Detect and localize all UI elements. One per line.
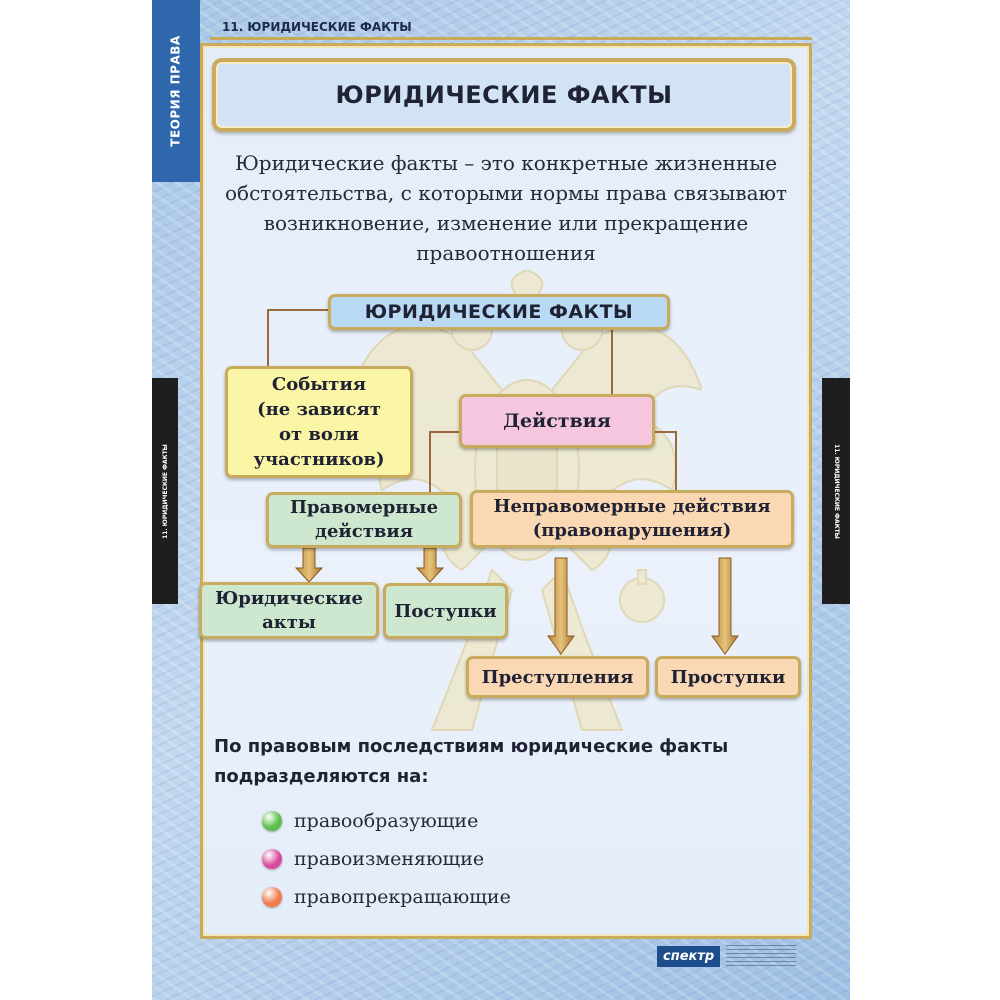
right-strip: 11. ЮРИДИЧЕСКИЕ ФАКТЫ bbox=[822, 378, 850, 604]
node-events-label: События (не зависят от воли участников) bbox=[253, 374, 385, 470]
consequences-intro: По правовым последствиям юридические фак… bbox=[214, 736, 729, 787]
header-label: 11. ЮРИДИЧЕСКИЕ ФАКТЫ bbox=[222, 20, 412, 34]
publisher-logo: спектр bbox=[657, 936, 807, 976]
page-title: ЮРИДИЧЕСКИЕ ФАКТЫ bbox=[335, 81, 673, 109]
node-legal-facts: ЮРИДИЧЕСКИЕ ФАКТЫ bbox=[328, 294, 670, 330]
node-crimes-label: Преступления bbox=[481, 666, 634, 688]
title-banner: ЮРИДИЧЕСКИЕ ФАКТЫ bbox=[212, 58, 796, 132]
orange-bullet-icon bbox=[262, 887, 282, 907]
node-legal-acts-label: Юридические акты bbox=[215, 587, 363, 633]
side-tab: ТЕОРИЯ ПРАВА bbox=[152, 0, 200, 182]
node-unlawful-actions: Неправомерные действия (правонарушения) bbox=[470, 490, 794, 548]
left-strip: 11. ЮРИДИЧЕСКИЕ ФАКТЫ bbox=[152, 378, 178, 604]
node-actions: Действия bbox=[459, 394, 655, 448]
list-item-label: правоизменяющие bbox=[294, 848, 485, 870]
connector-root-events bbox=[267, 309, 328, 366]
node-actions-label: Действия bbox=[503, 410, 611, 432]
definition-text: Юридические факты – это конкретные жизне… bbox=[224, 151, 787, 265]
node-deeds: Поступки bbox=[383, 583, 508, 639]
node-crimes: Преступления bbox=[466, 656, 649, 698]
list-item: правопрекращающие bbox=[262, 886, 511, 908]
node-unlawful-actions-label: Неправомерные действия (правонарушения) bbox=[493, 496, 771, 541]
connector-actions-unlawful bbox=[655, 431, 677, 490]
pink-bullet-icon bbox=[262, 849, 282, 869]
publisher-name: спектр bbox=[657, 945, 721, 967]
node-legal-acts: Юридические акты bbox=[199, 582, 379, 639]
node-legal-facts-label: ЮРИДИЧЕСКИЕ ФАКТЫ bbox=[364, 301, 634, 323]
list-item: правоизменяющие bbox=[262, 848, 484, 870]
list-item: правообразующие bbox=[262, 810, 478, 832]
list-item-label: правообразующие bbox=[294, 810, 479, 832]
node-deeds-label: Поступки bbox=[394, 600, 497, 622]
list-item-label: правопрекращающие bbox=[294, 886, 511, 908]
publisher-fine-print bbox=[726, 945, 797, 967]
arrow-lawful-deeds bbox=[415, 547, 445, 583]
arrow-unlawful-misdemeanors bbox=[711, 557, 739, 655]
node-misdemeanors: Проступки bbox=[655, 656, 801, 698]
connector-actions-lawful bbox=[429, 431, 459, 492]
arrow-lawful-acts bbox=[294, 547, 324, 583]
header-rule bbox=[210, 37, 812, 40]
node-lawful-actions: Правомерные действия bbox=[266, 492, 462, 548]
node-misdemeanors-label: Проступки bbox=[670, 666, 786, 688]
node-events: События (не зависят от воли участников) bbox=[225, 366, 413, 478]
node-lawful-actions-label: Правомерные действия bbox=[289, 497, 439, 542]
arrow-unlawful-crimes bbox=[547, 557, 575, 655]
green-bullet-icon bbox=[262, 811, 282, 831]
